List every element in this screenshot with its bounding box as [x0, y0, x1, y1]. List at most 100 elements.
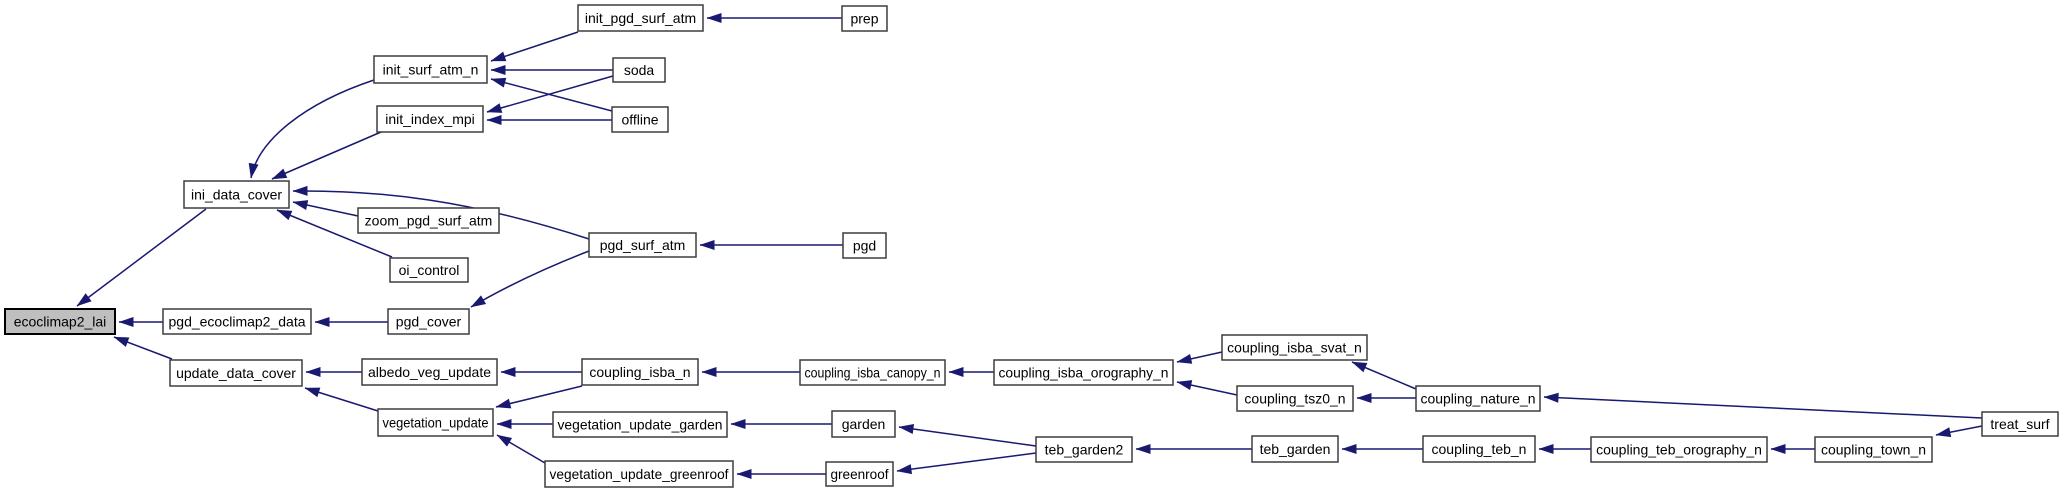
node-pgd_surf_atm[interactable]: pgd_surf_atm: [588, 232, 697, 258]
node-update_data_cover[interactable]: update_data_cover: [169, 359, 303, 387]
node-label: greenroof: [831, 466, 889, 482]
node-box: [387, 308, 470, 335]
node-box: [1236, 385, 1354, 412]
node-garden[interactable]: garden: [831, 410, 896, 438]
node-teb_garden2[interactable]: teb_garden2: [1035, 436, 1133, 463]
node-label: teb_garden2: [1045, 442, 1124, 458]
node-label: init_surf_atm_n: [383, 62, 479, 78]
node-label: coupling_tsz0_n: [1244, 391, 1345, 407]
edge-update_data_cover-to-ecoclimap2_lai: [113, 336, 173, 360]
node-label: coupling_town_n: [1821, 442, 1926, 458]
node-label: coupling_teb_orography_n: [1596, 442, 1762, 458]
node-coupling_isba_n[interactable]: coupling_isba_n: [581, 358, 699, 386]
node-box: [377, 408, 494, 437]
node-label: teb_garden: [1260, 441, 1331, 457]
node-coupling_teb_n[interactable]: coupling_teb_n: [1422, 435, 1536, 463]
node-box: [831, 410, 896, 438]
node-box: [361, 358, 498, 386]
node-box: [993, 359, 1174, 386]
node-vegetation_update_garden[interactable]: vegetation_update_garden: [552, 411, 728, 438]
node-box: [376, 105, 484, 133]
node-coupling_nature_n[interactable]: coupling_nature_n: [1415, 385, 1541, 412]
node-box: [1251, 435, 1339, 463]
node-label: ecoclimap2_lai: [14, 314, 107, 330]
node-pgd_cover[interactable]: pgd_cover: [387, 308, 470, 335]
node-label: offline: [621, 112, 658, 128]
edge-coupling_isba_svat_n-to-coupling_isba_orography_n: [1176, 351, 1223, 364]
node-box: [389, 257, 469, 283]
node-label: pgd: [853, 238, 876, 254]
node-prep[interactable]: prep: [841, 5, 888, 32]
node-offline[interactable]: offline: [611, 106, 669, 133]
node-label: coupling_nature_n: [1421, 391, 1536, 407]
edge-vegetation_update_greenroof-to-vegetation_update: [496, 434, 546, 464]
node-box: [612, 57, 666, 83]
edge-coupling_nature_n-to-coupling_isba_svat_n: [1351, 361, 1417, 390]
node-label: init_index_mpi: [385, 111, 475, 127]
node-coupling_isba_canopy_n[interactable]: coupling_isba_canopy_n: [799, 359, 946, 386]
edge-pgd_surf_atm-to-ini_data_cover: [292, 185, 590, 240]
edge-vegetation_update-to-update_data_cover: [304, 387, 379, 412]
node-box: [1814, 436, 1933, 463]
node-box: [4, 308, 116, 335]
node-box: [162, 308, 312, 335]
node-box: [799, 359, 946, 386]
node-albedo_veg_update[interactable]: albedo_veg_update: [361, 358, 498, 386]
edge-teb_garden2-to-garden: [898, 424, 1037, 447]
node-box: [1035, 436, 1133, 463]
node-box: [169, 359, 303, 387]
node-greenroof[interactable]: greenroof: [825, 461, 894, 487]
edge-pgd_surf_atm-to-pgd_cover: [470, 250, 590, 308]
node-label: prep: [850, 11, 878, 27]
node-label: coupling_isba_n: [589, 364, 690, 380]
edge-init_index_mpi-to-ini_data_cover: [271, 131, 382, 180]
node-soda[interactable]: soda: [612, 57, 666, 83]
node-init_pgd_surf_atm[interactable]: init_pgd_surf_atm: [577, 4, 704, 32]
node-box: [373, 55, 488, 84]
node-oi_control[interactable]: oi_control: [389, 257, 469, 283]
node-zoom_pgd_surf_atm[interactable]: zoom_pgd_surf_atm: [357, 207, 500, 234]
node-label: coupling_isba_orography_n: [999, 365, 1169, 381]
node-vegetation_update[interactable]: vegetation_update: [377, 408, 494, 437]
edge-offline-to-init_surf_atm_n: [490, 77, 613, 112]
edge-init_surf_atm_n-to-ini_data_cover: [248, 79, 375, 179]
edge-init_pgd_surf_atm-to-init_surf_atm_n: [490, 31, 579, 62]
node-coupling_town_n[interactable]: coupling_town_n: [1814, 436, 1933, 463]
node-box: [1415, 385, 1541, 412]
node-box: [581, 358, 699, 386]
node-teb_garden[interactable]: teb_garden: [1251, 435, 1339, 463]
node-coupling_isba_orography_n[interactable]: coupling_isba_orography_n: [993, 359, 1174, 386]
node-box: [552, 411, 728, 438]
node-box: [825, 461, 894, 487]
edge-ini_data_cover-to-ecoclimap2_lai: [76, 208, 207, 307]
node-coupling_tsz0_n[interactable]: coupling_tsz0_n: [1236, 385, 1354, 412]
node-label: vegetation_update_garden: [558, 417, 723, 433]
node-coupling_isba_svat_n[interactable]: coupling_isba_svat_n: [1221, 334, 1368, 361]
node-coupling_teb_orography_n[interactable]: coupling_teb_orography_n: [1590, 436, 1768, 463]
node-pgd_ecoclimap2_data[interactable]: pgd_ecoclimap2_data: [162, 308, 312, 335]
edge-treat_surf-to-coupling_town_n: [1935, 425, 1983, 438]
node-box: [1590, 436, 1768, 463]
node-treat_surf[interactable]: treat_surf: [1981, 411, 2059, 437]
node-init_surf_atm_n[interactable]: init_surf_atm_n: [373, 55, 488, 84]
node-box: [841, 5, 888, 32]
node-init_index_mpi[interactable]: init_index_mpi: [376, 105, 484, 133]
node-label: treat_surf: [1990, 416, 2049, 432]
node-label: pgd_cover: [396, 314, 462, 330]
node-box: [1422, 435, 1536, 463]
node-label: coupling_teb_n: [1432, 441, 1527, 457]
node-pgd[interactable]: pgd: [842, 232, 887, 259]
node-label: vegetation_update: [383, 415, 489, 431]
node-vegetation_update_greenroof[interactable]: vegetation_update_greenroof: [544, 460, 734, 488]
node-label: coupling_isba_svat_n: [1227, 340, 1362, 356]
node-label: update_data_cover: [176, 365, 296, 381]
node-box: [611, 106, 669, 133]
node-ini_data_cover[interactable]: ini_data_cover: [183, 180, 290, 209]
edge-coupling_tsz0_n-to-coupling_isba_orography_n: [1176, 380, 1238, 396]
node-label: garden: [842, 416, 886, 432]
node-label: init_pgd_surf_atm: [585, 10, 696, 26]
node-box: [842, 232, 887, 259]
node-box: [544, 460, 734, 488]
